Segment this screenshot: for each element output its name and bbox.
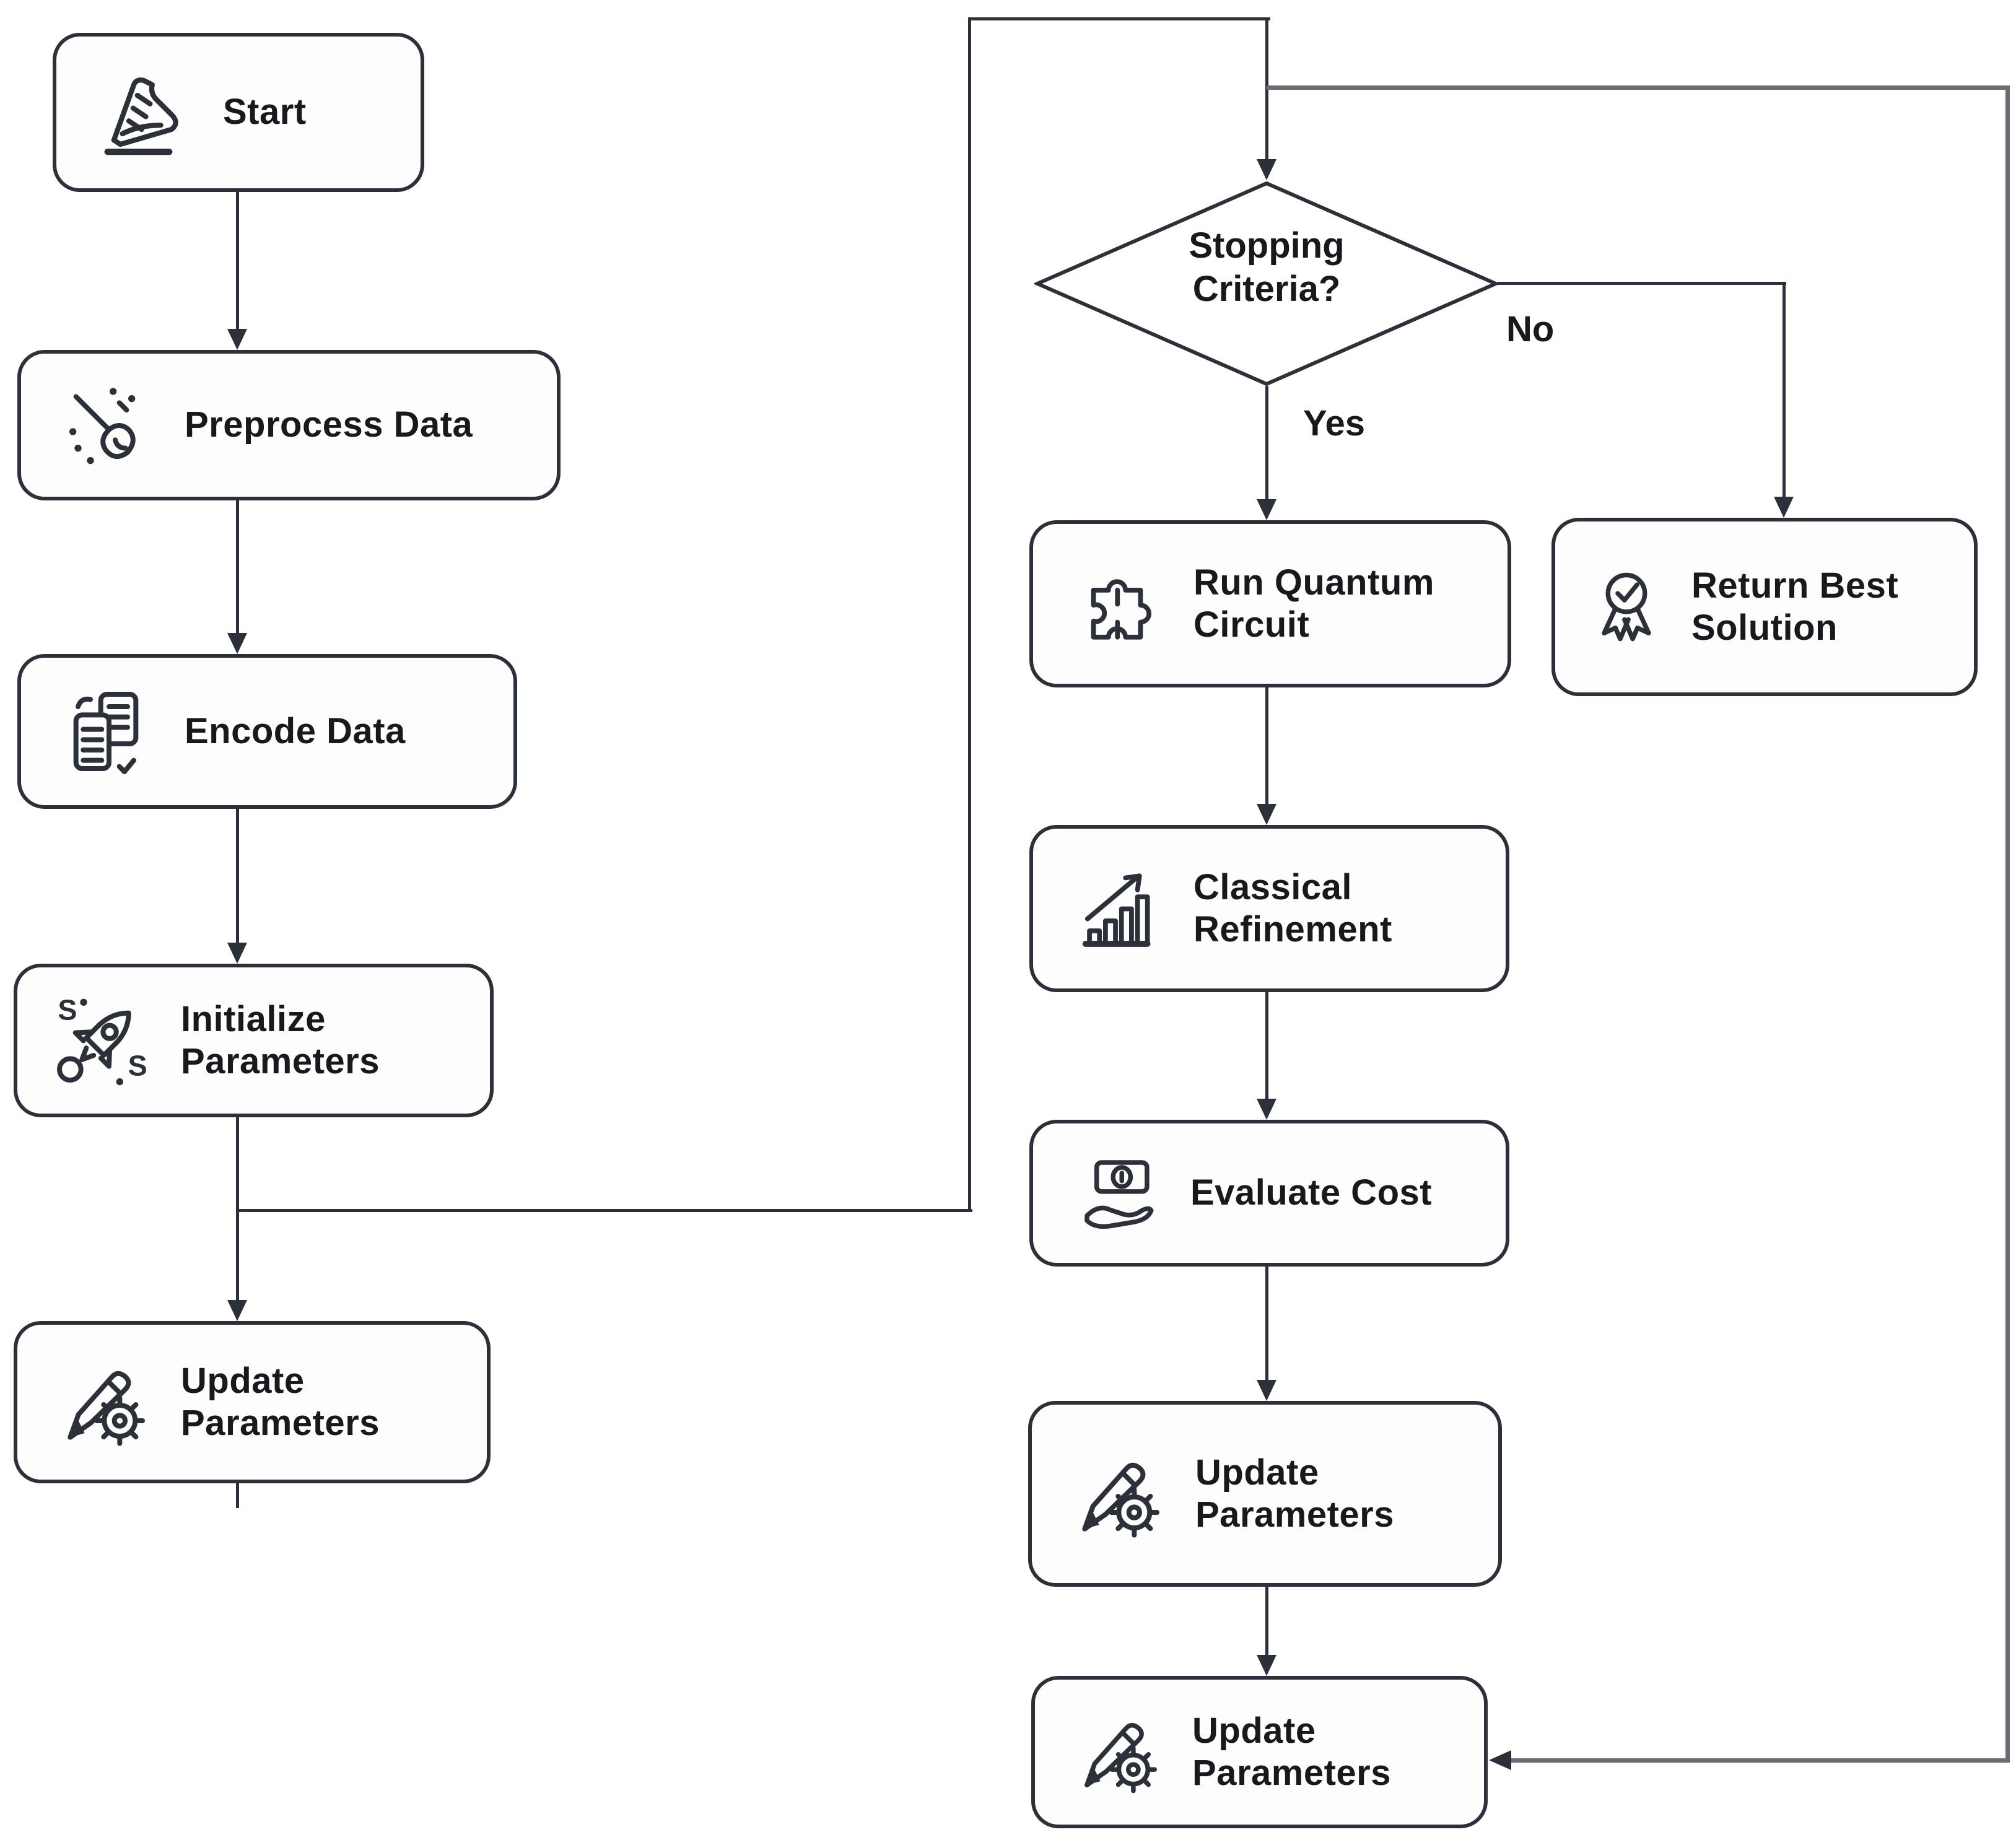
hand-money-icon bbox=[1071, 1147, 1164, 1240]
running-shoe-icon bbox=[95, 61, 197, 164]
node-label: Update Parameters bbox=[181, 1360, 380, 1443]
node-label: Run Quantum Circuit bbox=[1193, 562, 1434, 645]
arrowhead-down-icon bbox=[227, 1300, 247, 1321]
arrowhead-down-icon bbox=[1774, 497, 1794, 518]
edge-start-preprocess bbox=[236, 192, 239, 333]
node-label: Encode Data bbox=[185, 710, 406, 751]
node-label: Return Best Solution bbox=[1691, 565, 1899, 648]
pencil-gear-icon bbox=[1070, 1444, 1169, 1543]
arrowhead-down-icon bbox=[1257, 804, 1276, 825]
edge-no-vertical bbox=[1783, 282, 1786, 500]
node-preprocess-data: Preprocess Data bbox=[17, 350, 561, 500]
edge-encode-initialize bbox=[236, 809, 239, 945]
node-encode-data: Encode Data bbox=[17, 654, 517, 809]
rocket-launch-icon: S S bbox=[56, 991, 155, 1090]
edge-outer-loop-right bbox=[2005, 85, 2010, 1763]
edge-runquantum-classical bbox=[1265, 687, 1268, 808]
edge-classical-evaluate bbox=[1265, 992, 1268, 1102]
arrowhead-down-icon bbox=[227, 943, 247, 964]
pencil-gear-icon bbox=[1073, 1706, 1166, 1799]
edge-no-horizontal bbox=[1498, 282, 1786, 285]
node-start: Start bbox=[53, 33, 424, 192]
edge-yes bbox=[1265, 386, 1268, 502]
pencil-gear-icon bbox=[56, 1353, 155, 1452]
rocket-letter: S bbox=[58, 994, 77, 1026]
broom-sweep-icon bbox=[59, 376, 159, 475]
node-update-parameters-left: Update Parameters bbox=[14, 1321, 491, 1483]
arrowhead-down-icon bbox=[1257, 499, 1276, 520]
edge-into-diamond bbox=[1265, 17, 1268, 163]
branch-label-no: No bbox=[1506, 309, 1555, 349]
node-label: Evaluate Cost bbox=[1190, 1172, 1433, 1213]
puzzle-piece-icon bbox=[1071, 556, 1167, 652]
node-classical-refinement: Classical Refinement bbox=[1029, 825, 1509, 992]
arrowhead-down-icon bbox=[1257, 1380, 1276, 1401]
edge-outer-loop-bottom bbox=[1509, 1758, 2010, 1763]
edge-preprocess-encode bbox=[236, 500, 239, 635]
node-label: Update Parameters bbox=[1192, 1710, 1391, 1793]
node-update-parameters-bottom: Update Parameters bbox=[1031, 1676, 1488, 1828]
decision-stopping-criteria bbox=[1034, 181, 1499, 386]
node-return-best-solution: Return Best Solution bbox=[1551, 518, 1978, 696]
edge-update-left-stub bbox=[236, 1483, 239, 1508]
documents-icon bbox=[59, 682, 159, 781]
medal-check-icon bbox=[1580, 560, 1673, 653]
edge-loop-up bbox=[968, 17, 971, 1212]
arrowhead-down-icon bbox=[227, 329, 247, 350]
edge-update-update bbox=[1265, 1587, 1268, 1659]
edge-loop-top bbox=[968, 17, 1270, 20]
rocket-letter: S bbox=[128, 1050, 147, 1082]
arrowhead-left-icon bbox=[1489, 1750, 1511, 1770]
edge-evaluate-update bbox=[1265, 1267, 1268, 1384]
node-evaluate-cost: Evaluate Cost bbox=[1029, 1120, 1509, 1267]
decision-label: Stopping Criteria? bbox=[1189, 225, 1345, 309]
node-initialize-parameters: S S Initialize Parameters bbox=[14, 964, 494, 1117]
node-label: Update Parameters bbox=[1195, 1452, 1394, 1535]
arrowhead-down-icon bbox=[1257, 1655, 1276, 1676]
node-label: Preprocess Data bbox=[185, 404, 473, 445]
arrowhead-down-icon bbox=[1257, 159, 1276, 180]
branch-label-yes: Yes bbox=[1303, 403, 1365, 443]
node-label: Classical Refinement bbox=[1193, 866, 1392, 949]
node-run-quantum-circuit: Run Quantum Circuit bbox=[1029, 520, 1511, 687]
node-label: Initialize Parameters bbox=[181, 998, 380, 1081]
edge-branch-right bbox=[237, 1209, 972, 1212]
node-label: Start bbox=[223, 92, 307, 133]
node-update-parameters-right: Update Parameters bbox=[1028, 1401, 1502, 1587]
edge-outer-loop-top bbox=[1267, 85, 2010, 90]
arrowhead-down-icon bbox=[1257, 1099, 1276, 1120]
bar-chart-growth-icon bbox=[1071, 861, 1167, 957]
arrowhead-down-icon bbox=[227, 633, 247, 654]
